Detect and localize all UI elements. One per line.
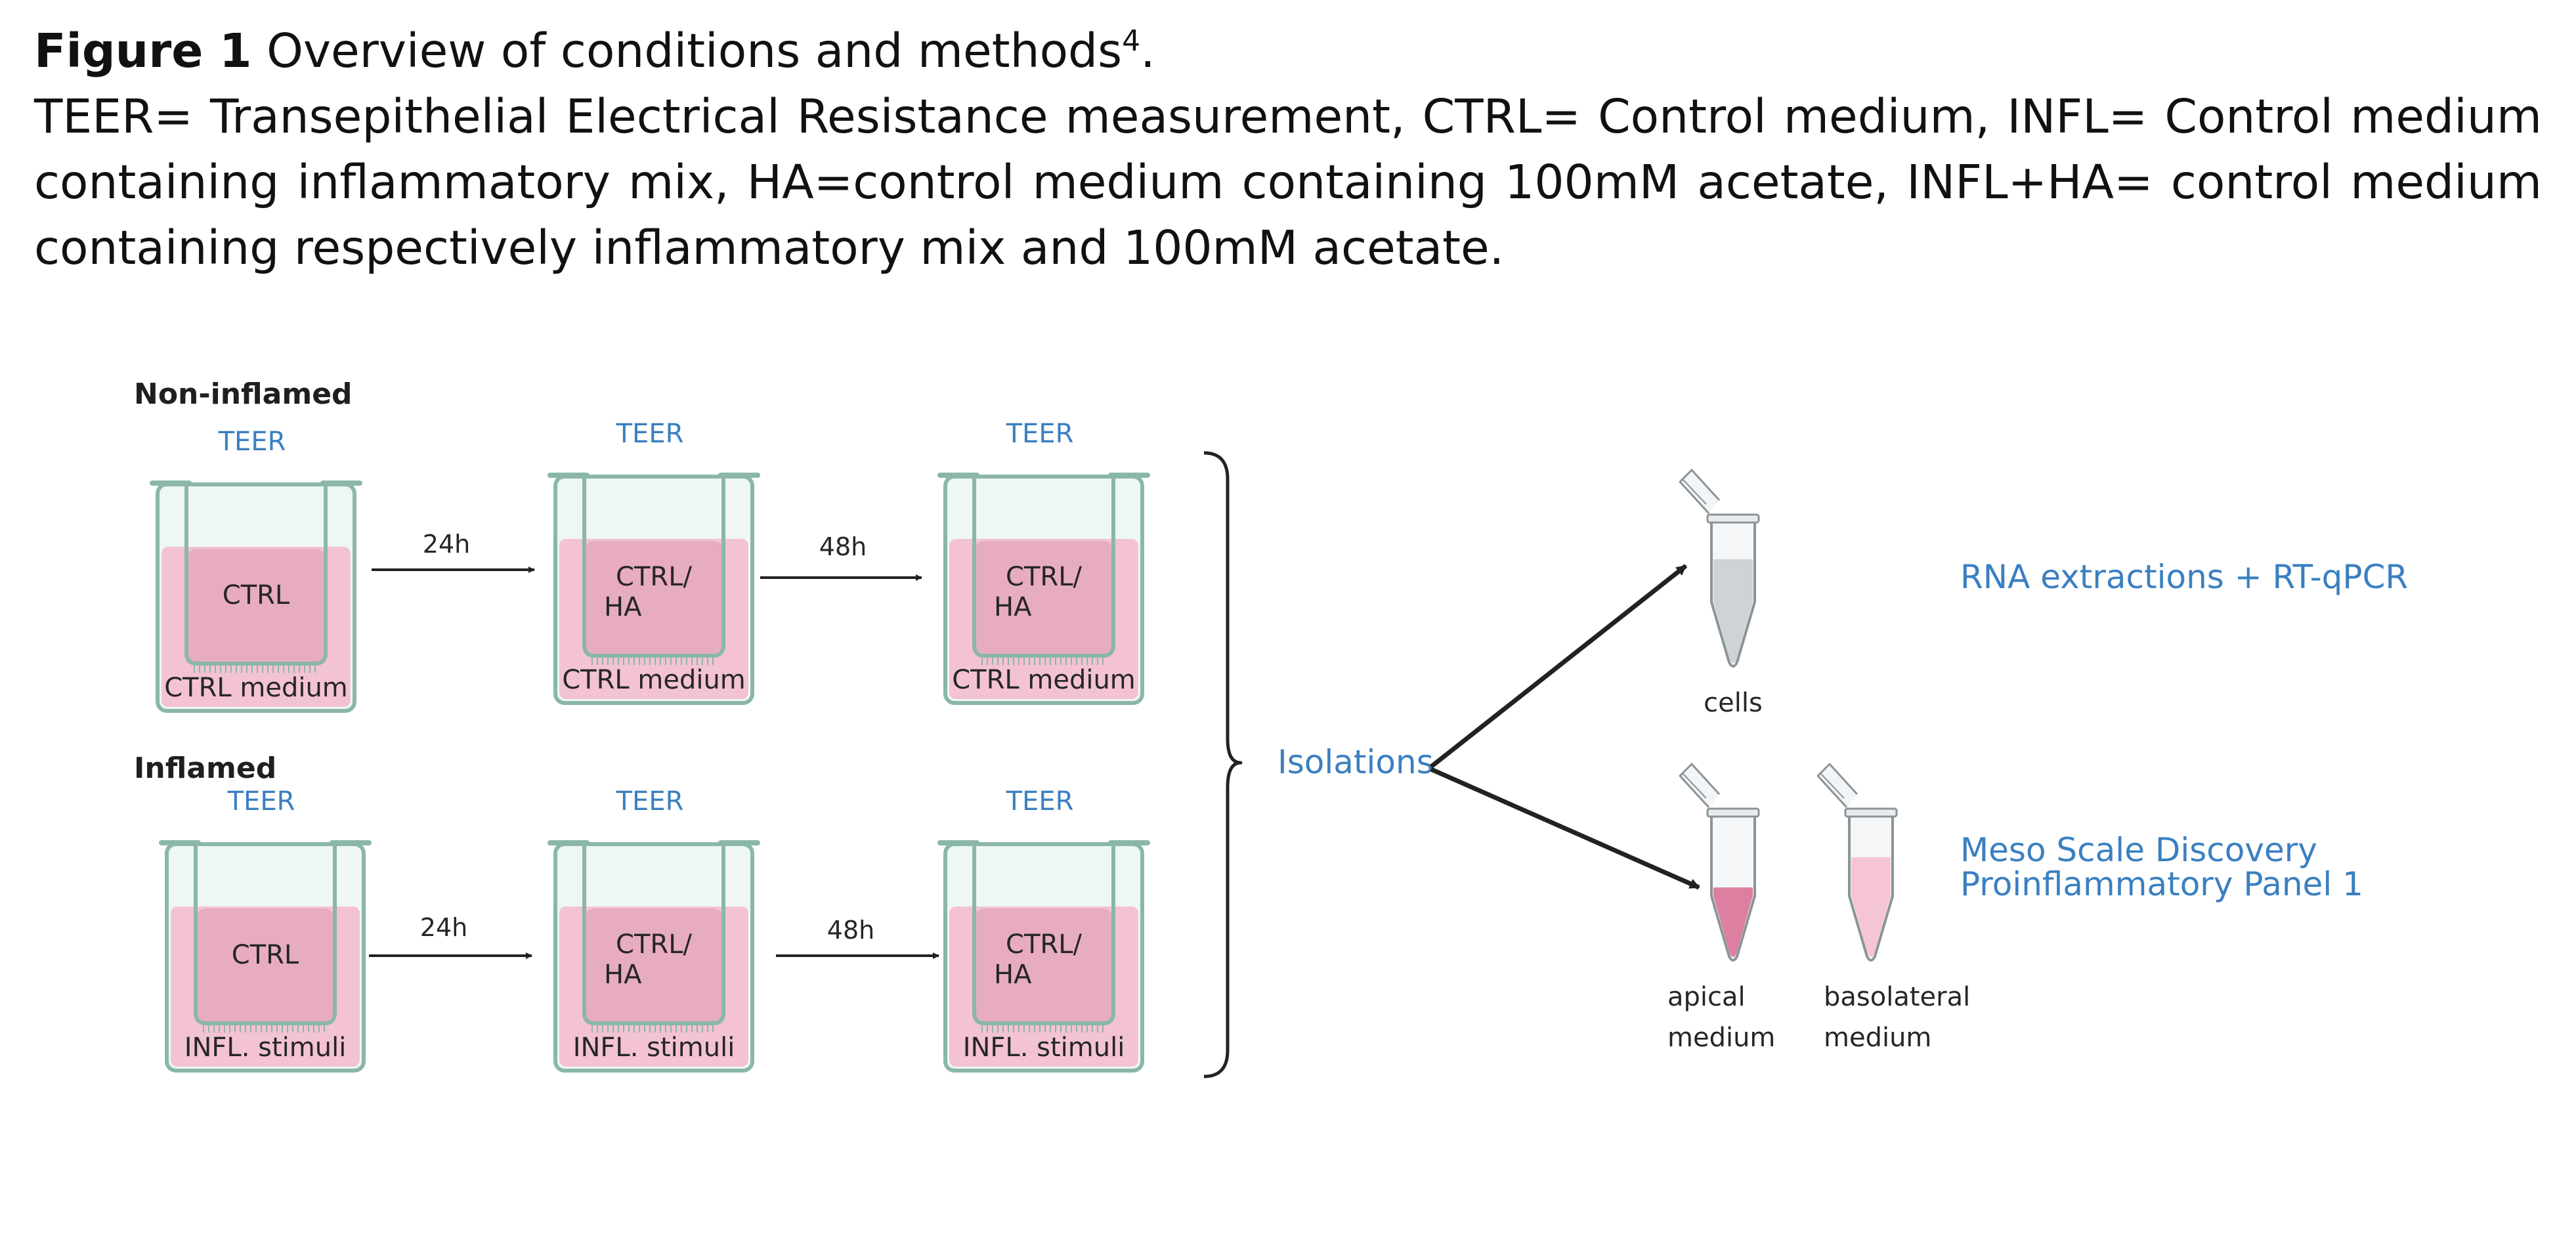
caption-body: TEER= Transepithelial Electrical Resista… xyxy=(34,89,2542,275)
membrane-hatch xyxy=(591,658,714,665)
tube-cap xyxy=(1679,763,1721,809)
insert-label-line2: HA xyxy=(994,960,1032,990)
well-bottom-label: INFL. stimuli xyxy=(963,1033,1125,1063)
insert-wall xyxy=(972,843,1115,1025)
time-label-48h: 48h xyxy=(819,532,867,561)
insert-label-line2: HA xyxy=(604,592,642,622)
transwell-well: TEER CTRL/HA INFL. stimuli xyxy=(547,786,760,1073)
figure-caption: Figure 1 Overview of conditions and meth… xyxy=(34,18,2542,281)
apical-label-line1: apical xyxy=(1667,982,1746,1012)
time-arrow-48h-non-inflamed: 48h xyxy=(760,532,922,581)
well-bottom-label: CTRL medium xyxy=(952,665,1136,695)
insert-medium xyxy=(974,908,1113,1023)
teer-label: TEER xyxy=(616,786,684,817)
membrane-hatch xyxy=(591,1025,714,1033)
figure-title: Overview of conditions and methods xyxy=(267,24,1123,78)
tube-cap xyxy=(1679,469,1721,515)
tube-rim xyxy=(1706,513,1760,524)
teer-label: TEER xyxy=(218,427,286,457)
cells-label: cells xyxy=(1704,688,1763,718)
teer-label: TEER xyxy=(227,786,295,817)
reference-superscript: 4 xyxy=(1122,24,1141,58)
figure-label: Figure 1 xyxy=(34,24,252,78)
tube-cap-hinge xyxy=(1682,773,1707,799)
arrow-to-cells xyxy=(1429,564,1688,769)
grouping-brace xyxy=(1203,451,1243,1078)
insert-label: CTRL xyxy=(223,580,290,610)
transwell-well: TEER CTRL/HA CTRL medium xyxy=(937,419,1150,705)
msd-method-label-line1: Meso Scale Discovery xyxy=(1960,831,2317,869)
tubes-layer xyxy=(1679,469,1898,962)
well-bottom-label: CTRL medium xyxy=(164,673,348,703)
membrane-hatch xyxy=(203,1025,325,1033)
teer-label: TEER xyxy=(1006,786,1074,817)
insert-medium xyxy=(196,908,335,1023)
insert-wall xyxy=(582,475,725,658)
membrane-hatch xyxy=(981,1025,1104,1033)
basolateral-label-line1: basolateral xyxy=(1824,982,1970,1012)
tube-rim xyxy=(1706,807,1760,818)
insert-label-line1: CTRL/ xyxy=(1006,929,1082,960)
insert-medium xyxy=(584,908,723,1023)
teer-label: TEER xyxy=(1006,419,1074,449)
basolateral-label-line2: medium xyxy=(1824,1023,1931,1053)
arrow-to-medium xyxy=(1430,767,1700,890)
group-heading-non-inflamed: Non-inflamed xyxy=(134,377,353,411)
membrane-hatch xyxy=(981,658,1104,665)
apical-label-line2: medium xyxy=(1667,1023,1775,1053)
tube-cap-hinge xyxy=(1820,773,1845,799)
basolateral-medium-tube xyxy=(1816,763,1898,962)
insert-label-line1: CTRL/ xyxy=(1006,562,1082,592)
transwell-well: TEER CTRL/HA INFL. stimuli xyxy=(937,786,1150,1073)
insert-label: CTRL xyxy=(232,940,299,970)
msd-method-label-line2: Proinflammatory Panel 1 xyxy=(1960,865,2363,903)
insert-medium xyxy=(974,541,1113,656)
insert-label-line1: CTRL/ xyxy=(616,929,692,960)
time-arrow-24h-inflamed: 24h xyxy=(369,913,532,959)
teer-label: TEER xyxy=(616,419,684,449)
time-arrow-48h-inflamed: 48h xyxy=(776,916,939,959)
apical-medium-tube xyxy=(1679,763,1760,962)
insert-label-line2: HA xyxy=(604,960,642,990)
rna-method-label: RNA extractions + RT-qPCR xyxy=(1960,558,2408,596)
insert-wall xyxy=(972,475,1115,658)
insert-wall xyxy=(194,843,337,1025)
tube-content xyxy=(1713,887,1753,957)
isolations-label: Isolations xyxy=(1277,743,1434,781)
insert-wall xyxy=(582,843,725,1025)
time-label-24h: 24h xyxy=(420,913,467,942)
well-bottom-label: INFL. stimuli xyxy=(573,1033,735,1063)
time-label-24h: 24h xyxy=(423,530,470,559)
tube-content xyxy=(1713,559,1753,663)
insert-label-line1: CTRL/ xyxy=(616,562,692,592)
insert-medium xyxy=(186,549,326,664)
figure-title-period: . xyxy=(1140,24,1155,78)
membrane-hatch xyxy=(194,666,316,673)
tube-cap xyxy=(1816,763,1858,809)
well-bottom-label: INFL. stimuli xyxy=(184,1033,347,1063)
tube-rim xyxy=(1844,807,1898,818)
time-label-48h: 48h xyxy=(827,916,874,945)
insert-wall xyxy=(184,483,328,666)
well-bottom-label: CTRL medium xyxy=(562,665,746,695)
tube-content xyxy=(1851,857,1891,957)
transwell-well: TEER CTRL INFL. stimuli xyxy=(159,786,372,1073)
time-arrow-24h-non-inflamed: 24h xyxy=(372,530,535,573)
cells-tube xyxy=(1679,469,1760,668)
tube-cap-hinge xyxy=(1682,479,1707,505)
transwell-well: TEER CTRL/HA CTRL medium xyxy=(547,419,760,705)
group-heading-inflamed: Inflamed xyxy=(134,752,276,785)
transwell-well: TEER CTRL CTRL medium xyxy=(150,427,362,713)
insert-medium xyxy=(584,541,723,656)
insert-label-line2: HA xyxy=(994,592,1032,622)
caption-title-line: Figure 1 Overview of conditions and meth… xyxy=(34,18,2542,84)
